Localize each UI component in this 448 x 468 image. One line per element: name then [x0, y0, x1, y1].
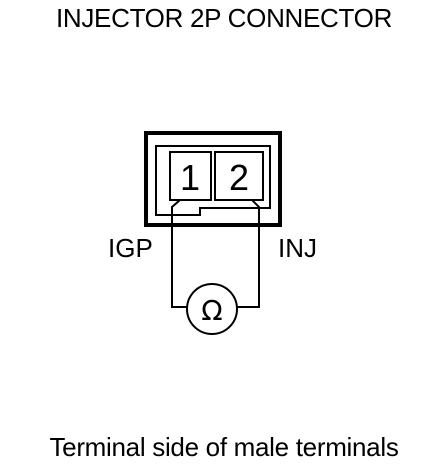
- wire-label-igp: IGP: [108, 233, 153, 263]
- terminal-cavity-1: [169, 151, 212, 201]
- probe-wire-igp: [171, 199, 187, 308]
- probe-wire-inj: [237, 199, 260, 308]
- terminal-cavity-2: [214, 151, 264, 201]
- connector-inner-outline: [155, 145, 271, 216]
- ohm-symbol: Ω: [201, 294, 222, 327]
- pin-number-1: 1: [180, 157, 200, 198]
- diagram-caption: Terminal side of male terminals: [49, 432, 399, 462]
- ohmmeter-icon: Ω: [186, 283, 238, 335]
- diagram-title: INJECTOR 2P CONNECTOR: [55, 3, 393, 33]
- wire-label-inj: INJ: [278, 233, 317, 263]
- pin-number-2: 2: [229, 157, 249, 198]
- connector-housing: [144, 131, 282, 227]
- ohmmeter-circle: [186, 283, 238, 335]
